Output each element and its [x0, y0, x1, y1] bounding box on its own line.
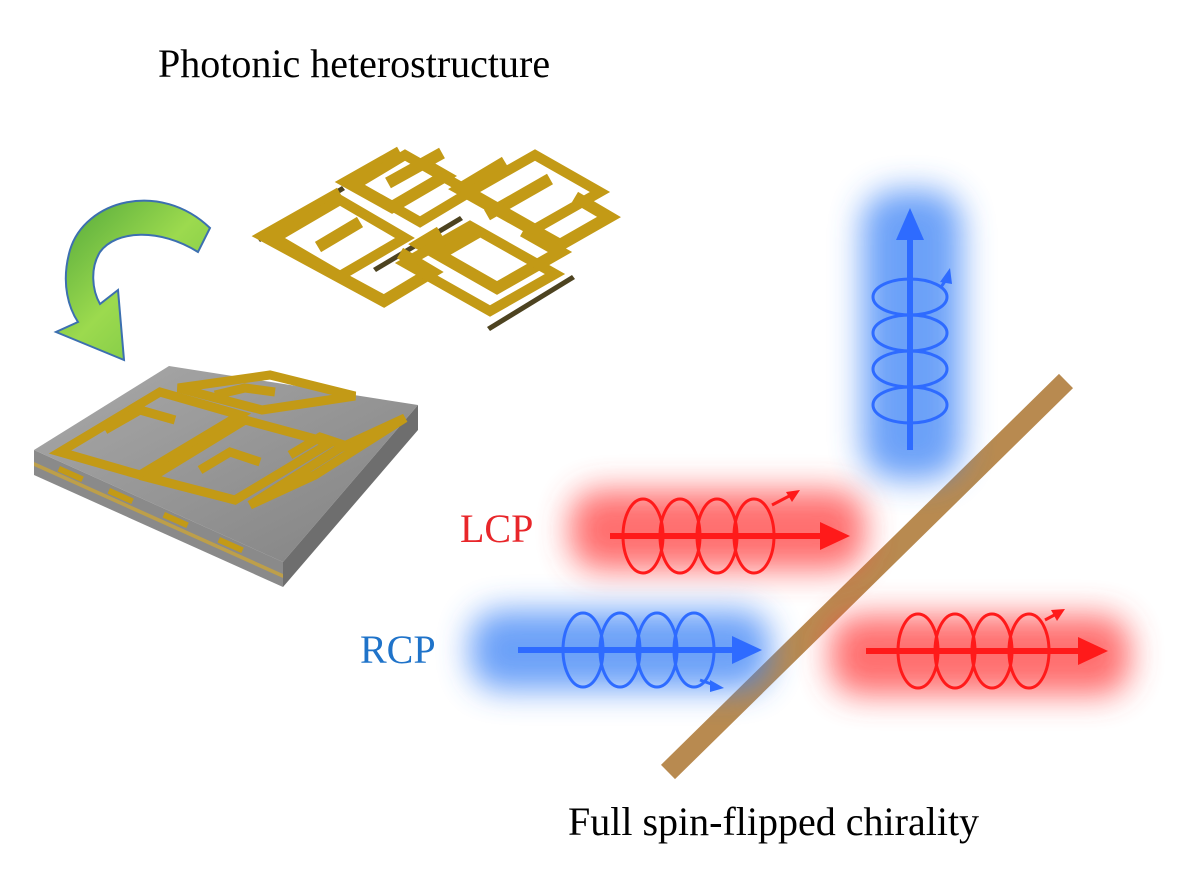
figure-caption: Full spin-flipped chirality: [568, 799, 980, 844]
curved-arrow-icon: [53, 199, 212, 362]
transmitted-lcp-beam: [866, 609, 1108, 690]
reflected-rcp-beam: [871, 208, 952, 450]
rcp-label: RCP: [360, 627, 436, 672]
beam-glows: [470, 190, 1130, 695]
heterostructure-slab-icon: [34, 366, 418, 587]
rcp-incident-beam: [518, 611, 762, 692]
lcp-incident-beam: [610, 490, 850, 575]
figure-title: Photonic heterostructure: [158, 41, 551, 86]
split-ring-resonator-array-icon: [251, 146, 621, 331]
interface-mirror: [660, 373, 1074, 780]
lcp-label: LCP: [460, 506, 534, 551]
